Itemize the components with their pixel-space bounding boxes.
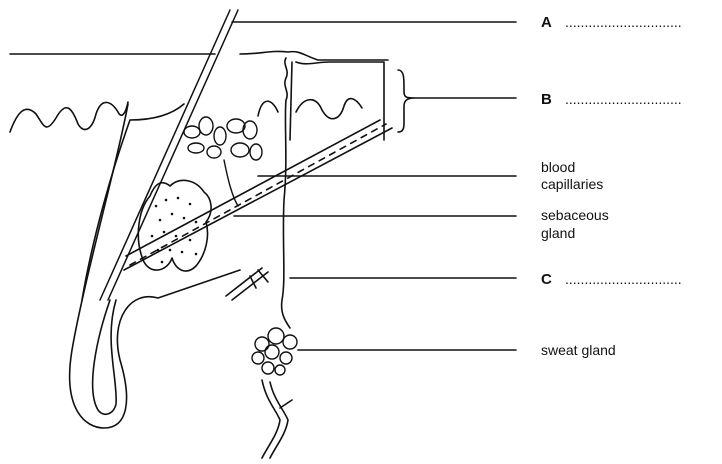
blood-capillaries-cluster [184, 117, 262, 206]
label-sebaceous-gland-line2: gland [541, 225, 575, 241]
answer-dots-a: .............................. [565, 14, 682, 30]
label-sweat-gland: sweat gland [541, 342, 616, 358]
answer-dots-c: .............................. [565, 271, 682, 287]
hair-follicle-outer [70, 104, 240, 428]
label-sebaceous-gland-line1: sebaceous [541, 207, 609, 223]
bracket-b [398, 70, 414, 132]
epidermis-lower-boundary [10, 102, 128, 132]
sweat-gland-coil [252, 328, 297, 375]
hair-follicle-inner [93, 300, 117, 414]
answer-dots-b: .............................. [565, 91, 682, 107]
label-c: C [541, 271, 552, 288]
label-blood-capillaries-line1: blood [541, 159, 575, 175]
label-a: A [541, 14, 552, 31]
label-blood-capillaries-line2: capillaries [541, 176, 603, 192]
skin-surface-line [10, 51, 388, 60]
epidermis-wavy-right [258, 99, 362, 119]
label-b: B [541, 91, 552, 108]
sweat-duct [282, 58, 290, 328]
follicle-sheath [82, 104, 184, 300]
lower-blood-vessel [262, 380, 292, 458]
